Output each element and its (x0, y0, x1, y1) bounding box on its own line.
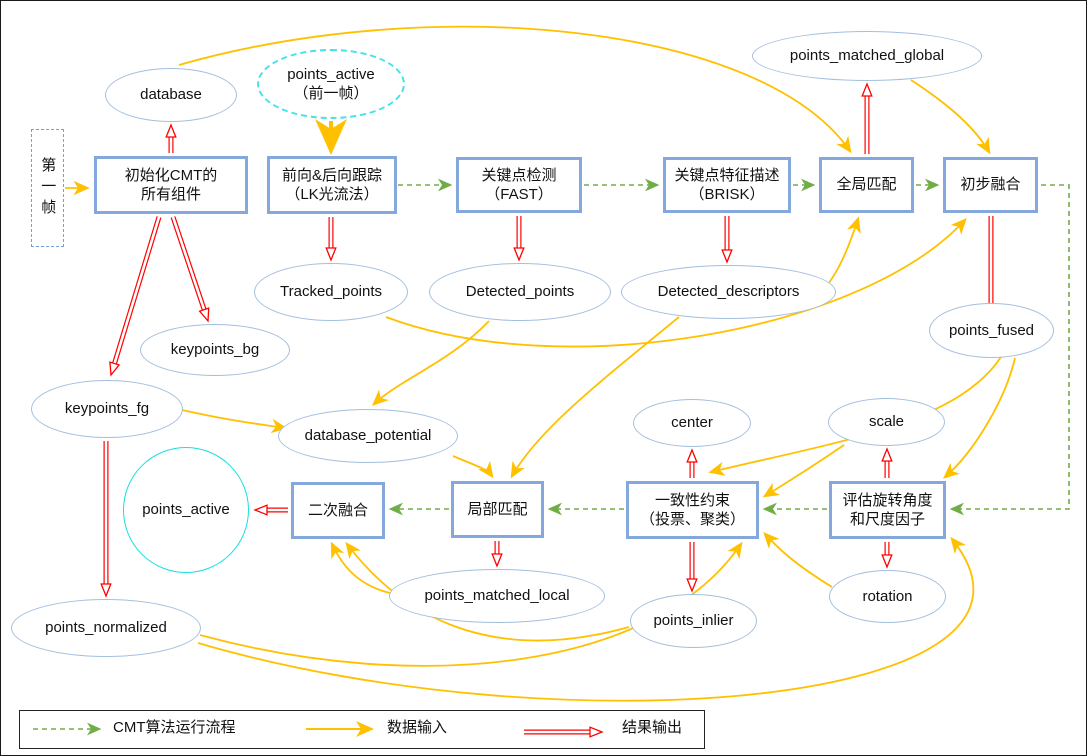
node-scale: scale (828, 398, 945, 446)
arrow-points-matched-local-to-fusion2 (330, 541, 391, 594)
arrow-keypoints-fg-to-database-potential (181, 409, 288, 434)
arrow-database-potential-to-local-match (452, 455, 494, 479)
node-points-inlier: points_inlier (630, 594, 757, 648)
node-points-active: points_active (123, 447, 249, 573)
result-consistency-to-points-inlier-head (686, 578, 698, 593)
arrow-points-inlier-to-fusion2 (345, 541, 630, 642)
node-detected-descriptors: Detected_descriptors (621, 265, 836, 319)
arrow-detected-points-to-database-potential (372, 320, 490, 406)
result-init-to-keypoints-fg-head (109, 361, 121, 377)
node-tracked-points: Tracked_points (254, 263, 408, 321)
arrow-scale-to-consistency (762, 444, 845, 498)
result-local-match-to-points-matched-local-head (491, 553, 503, 568)
legend-result-output-label: 结果输出 (622, 719, 683, 736)
node-init-cmt: 初始化CMT的 所有组件 (94, 156, 248, 214)
node-database: database (105, 68, 237, 122)
arrow-points-normalized-to-estimate (197, 536, 975, 702)
result-consistency-to-center-head (686, 448, 698, 463)
arrow-rotation-to-consistency (763, 532, 833, 588)
node-database-potential: database_potential (278, 409, 458, 463)
node-points-active-prev: points_active （前一帧） (257, 49, 405, 119)
result-fusion2-to-points-active-head (253, 504, 268, 516)
node-consistency: 一致性约束 （投票、聚类） (626, 481, 759, 539)
node-first-frame: 第一帧 (31, 129, 64, 247)
result-estimate-to-scale-head (881, 447, 893, 462)
result-init-to-database-head (165, 123, 177, 138)
result-detect-to-detected-points-head (513, 247, 525, 262)
result-estimate-to-rotation-head (881, 554, 893, 569)
result-init-to-keypoints-fg-inner (113, 216, 161, 364)
result-init-to-keypoints-bg-head (198, 307, 210, 323)
result-keypoints-fg-to-points-normalized-head (100, 583, 112, 598)
arrow-tracked-points-to-fusion1 (385, 218, 967, 348)
node-points-normalized: points_normalized (11, 599, 201, 657)
node-local-match: 局部匹配 (451, 481, 544, 538)
legend-result-arrow-head (589, 726, 604, 738)
arrow-points-matched-global-to-fusion1 (910, 79, 991, 155)
node-keypoints-bg: keypoints_bg (140, 324, 290, 376)
node-points-matched-local: points_matched_local (389, 569, 605, 623)
node-fwd-bwd-tracking: 前向&后向跟踪 （LK光流法） (267, 156, 397, 214)
node-global-match: 全局匹配 (819, 157, 914, 213)
legend-data-input-label: 数据输入 (387, 719, 448, 736)
node-points-fused: points_fused (929, 303, 1054, 358)
node-points-matched-global: points_matched_global (752, 31, 982, 81)
result-describe-to-detected-descriptors-head (721, 249, 733, 264)
node-fusion1: 初步融合 (943, 157, 1038, 213)
node-keypoints-fg: keypoints_fg (31, 380, 183, 438)
node-keypoint-describe: 关键点特征描述 （BRISK） (663, 157, 791, 213)
node-rotation: rotation (829, 570, 946, 623)
arrow-points-normalized-to-consistency (199, 541, 743, 667)
node-keypoint-detect: 关键点检测 （FAST） (456, 157, 582, 213)
node-estimate-rot-scale: 评估旋转角度 和尺度因子 (829, 481, 946, 539)
result-init-to-keypoints-bg-inner (171, 216, 206, 311)
legend-flow-label: CMT算法运行流程 (113, 719, 236, 736)
arrow-database-to-global-match (178, 25, 852, 154)
result-tracking-to-tracked-points-head (325, 247, 337, 262)
arrow-detected-descriptors-to-local-match (510, 316, 680, 479)
legend-box (19, 710, 705, 749)
node-center: center (633, 399, 751, 447)
node-fusion2: 二次融合 (291, 482, 385, 539)
flow-fusion1-to-estimate (949, 184, 1070, 516)
result-global-match-to-points-matched-global-head (861, 82, 873, 97)
arrow-points-fused-to-estimate (942, 357, 1016, 479)
node-detected-points: Detected_points (429, 263, 611, 321)
